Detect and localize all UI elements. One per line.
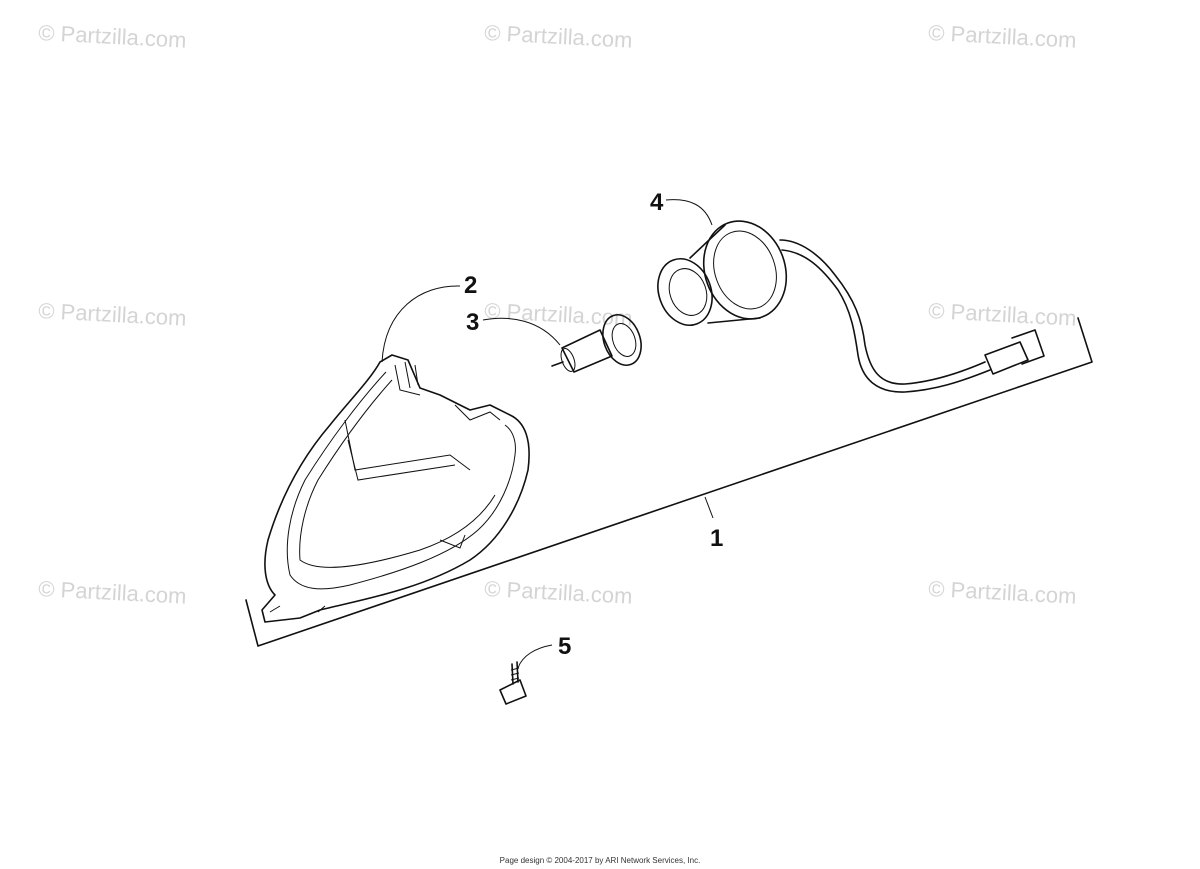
headlight-housing[interactable] <box>261 354 530 623</box>
callout-numbers: 1 2 3 4 5 <box>464 189 723 660</box>
bulb[interactable] <box>551 309 648 373</box>
watermark: © Partzilla.com <box>928 576 1077 609</box>
callout-2: 2 <box>464 272 477 299</box>
callout-5: 5 <box>558 633 571 660</box>
footer-copyright: Page design © 2004-2017 by ARI Network S… <box>499 856 701 865</box>
leader-lines <box>381 199 713 669</box>
watermark: © Partzilla.com <box>38 298 187 331</box>
callout-3: 3 <box>466 309 479 336</box>
watermark: © Partzilla.com <box>484 576 633 609</box>
socket-harness[interactable] <box>649 209 1045 393</box>
watermark: © Partzilla.com <box>484 298 633 331</box>
watermark: © Partzilla.com <box>38 576 187 609</box>
screw[interactable] <box>499 661 527 705</box>
assembly-bracket <box>245 317 1093 647</box>
watermark: © Partzilla.com <box>928 298 1077 331</box>
callout-4: 4 <box>650 189 664 216</box>
watermark: © Partzilla.com <box>38 20 187 53</box>
callout-1: 1 <box>710 525 723 552</box>
watermarks: © Partzilla.com © Partzilla.com © Partzi… <box>38 20 1077 609</box>
watermark: © Partzilla.com <box>928 20 1077 53</box>
watermark: © Partzilla.com <box>484 20 633 53</box>
